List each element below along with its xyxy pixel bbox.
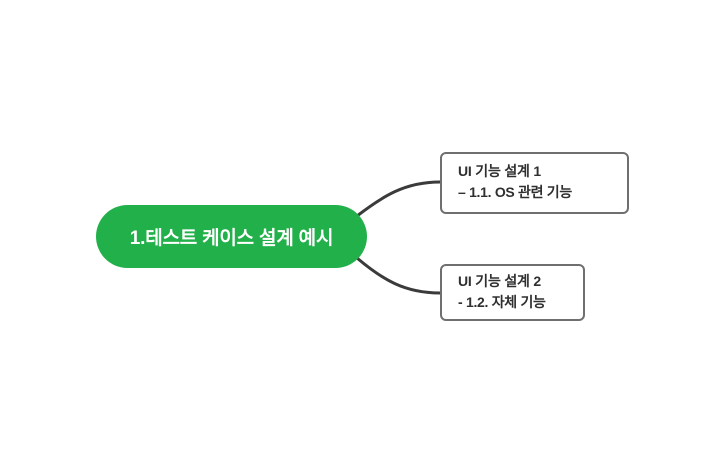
connector-root-to-branch-2 xyxy=(355,256,442,295)
branch-node-1[interactable]: UI 기능 설계 1 – 1.1. OS 관련 기능 xyxy=(440,152,629,214)
connector-root-to-branch-1 xyxy=(355,180,442,218)
branch-node-1-title: UI 기능 설계 1 xyxy=(458,163,541,179)
branch-node-2[interactable]: UI 기능 설계 2 - 1.2. 자체 기능 xyxy=(440,264,585,321)
branch-node-2-title: UI 기능 설계 2 xyxy=(458,272,541,289)
root-node[interactable]: 1.테스트 케이스 설계 예시 xyxy=(96,205,367,268)
root-node-label: 1.테스트 케이스 설계 예시 xyxy=(129,228,334,249)
branch-node-2-detail: - 1.2. 자체 기능 xyxy=(458,293,546,310)
branch-node-1-detail: – 1.1. OS 관련 기능 xyxy=(458,184,572,200)
